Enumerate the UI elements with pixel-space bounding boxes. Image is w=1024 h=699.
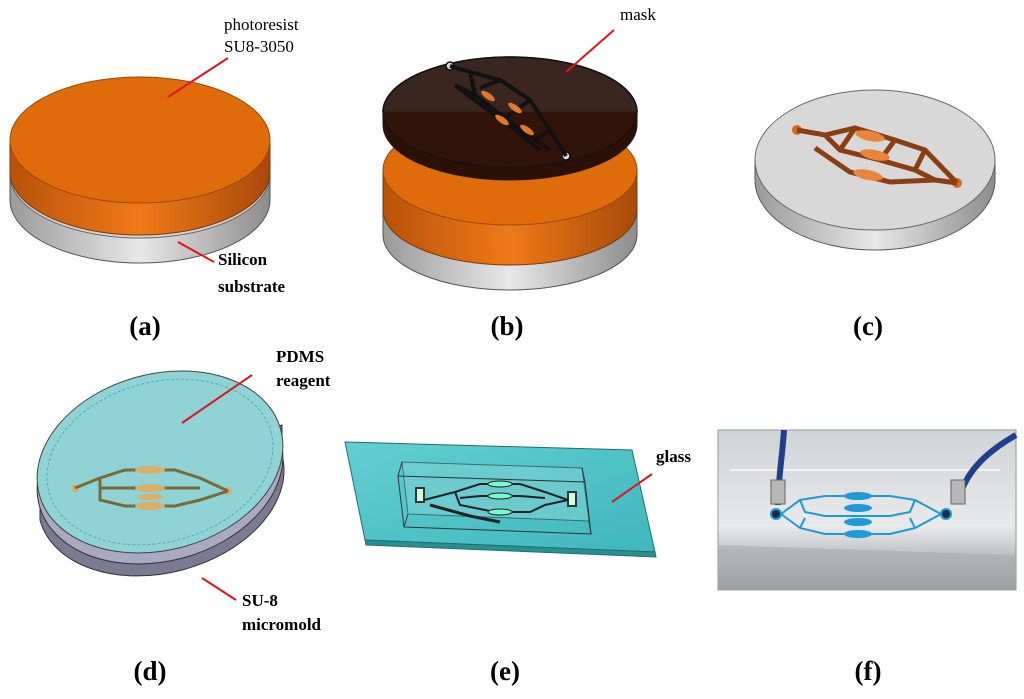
- microchannel-pattern: [71, 466, 232, 510]
- panel-b: mask (b): [382, 5, 656, 341]
- su8-label: SU8-3050: [224, 37, 294, 56]
- glass-label: glass: [656, 447, 691, 466]
- mask-label: mask: [620, 5, 656, 24]
- panel-a: photoresist SU8-3050 Silicon substrate (…: [9, 15, 299, 341]
- microchannel-pattern: [445, 61, 571, 161]
- photoresist-label: photoresist: [224, 15, 299, 34]
- tubing: [770, 429, 1018, 506]
- micromold-label: micromold: [242, 615, 322, 634]
- panel-c: (c): [754, 89, 996, 341]
- panel-label-d: (d): [134, 656, 167, 686]
- silicon-label: Silicon: [218, 250, 268, 269]
- panel-label-f: (f): [855, 656, 882, 686]
- substrate-label: substrate: [218, 277, 286, 296]
- su8-micromold-label: SU-8: [242, 591, 278, 610]
- photoresist-layer: [9, 76, 271, 236]
- panel-label-e: (e): [490, 656, 520, 686]
- mask-layer: [382, 56, 638, 181]
- microchannel-pattern: [415, 480, 577, 524]
- panel-d: PDMS reagent SU-8 micromold (d): [36, 347, 331, 686]
- microchannel-pattern: [792, 125, 962, 188]
- panel-label-a: (a): [129, 311, 160, 341]
- panel-e: glass (e): [344, 441, 691, 686]
- panel-f: (f): [717, 429, 1018, 686]
- reagent-label: reagent: [276, 371, 331, 390]
- panel-label-c: (c): [853, 311, 883, 341]
- microchannel-pattern: [770, 492, 952, 538]
- substrate-disk: [754, 89, 996, 251]
- pdms-disk: [36, 370, 285, 577]
- panel-label-b: (b): [491, 311, 524, 341]
- pdms-label: PDMS: [276, 347, 324, 366]
